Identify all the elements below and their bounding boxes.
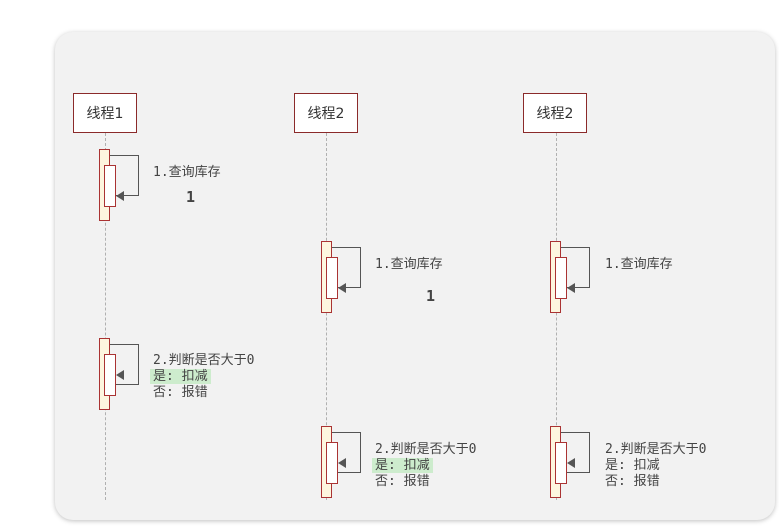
message-label: 1.查询库存 xyxy=(153,165,221,180)
self-message-arrow xyxy=(110,155,139,196)
judge-text: 2.判断是否大于0 xyxy=(375,442,477,457)
condition-label: 2.判断是否大于0 是: 扣减 否: 报错 xyxy=(372,442,477,490)
message-label: 1.查询库存 xyxy=(375,257,443,272)
arrowhead-icon xyxy=(338,458,346,468)
diagram-canvas xyxy=(55,32,775,520)
activation-bar-nested xyxy=(326,442,338,484)
activation-bar-nested xyxy=(555,442,567,484)
stock-value: 1 xyxy=(426,287,436,305)
judge-text: 2.判断是否大于0 xyxy=(605,442,707,457)
message-label: 1.查询库存 xyxy=(605,257,673,272)
yes-branch: 是: 扣减 xyxy=(605,458,660,473)
self-message-arrow xyxy=(332,432,361,473)
arrowhead-icon xyxy=(116,370,124,380)
activation-bar-nested xyxy=(104,354,116,396)
self-message-arrow xyxy=(561,432,590,473)
no-branch: 否: 报错 xyxy=(153,385,208,400)
self-message-arrow xyxy=(561,247,590,288)
activation-bar-nested xyxy=(104,165,116,207)
no-branch: 否: 报错 xyxy=(375,474,430,489)
arrowhead-icon xyxy=(116,191,124,201)
yes-branch-highlighted: 是: 扣减 xyxy=(372,458,433,473)
no-branch: 否: 报错 xyxy=(605,474,660,489)
condition-label: 2.判断是否大于0 是: 扣减 否: 报错 xyxy=(150,353,255,401)
lifeline-1 xyxy=(105,133,106,500)
lifeline-3 xyxy=(556,133,557,500)
yes-branch-highlighted: 是: 扣减 xyxy=(150,369,211,384)
participant-thread-3: 线程2 xyxy=(523,93,587,133)
arrowhead-icon xyxy=(338,283,346,293)
participant-thread-2: 线程2 xyxy=(294,93,358,133)
self-message-arrow xyxy=(332,247,361,288)
judge-text: 2.判断是否大于0 xyxy=(153,353,255,368)
participant-thread-1: 线程1 xyxy=(73,93,137,133)
condition-label: 2.判断是否大于0 是: 扣减 否: 报错 xyxy=(605,442,706,490)
stock-value: 1 xyxy=(186,188,196,206)
activation-bar-nested xyxy=(326,257,338,299)
activation-bar-nested xyxy=(555,257,567,299)
lifeline-2 xyxy=(326,133,327,500)
arrowhead-icon xyxy=(567,283,575,293)
arrowhead-icon xyxy=(567,458,575,468)
self-message-arrow xyxy=(110,344,139,385)
